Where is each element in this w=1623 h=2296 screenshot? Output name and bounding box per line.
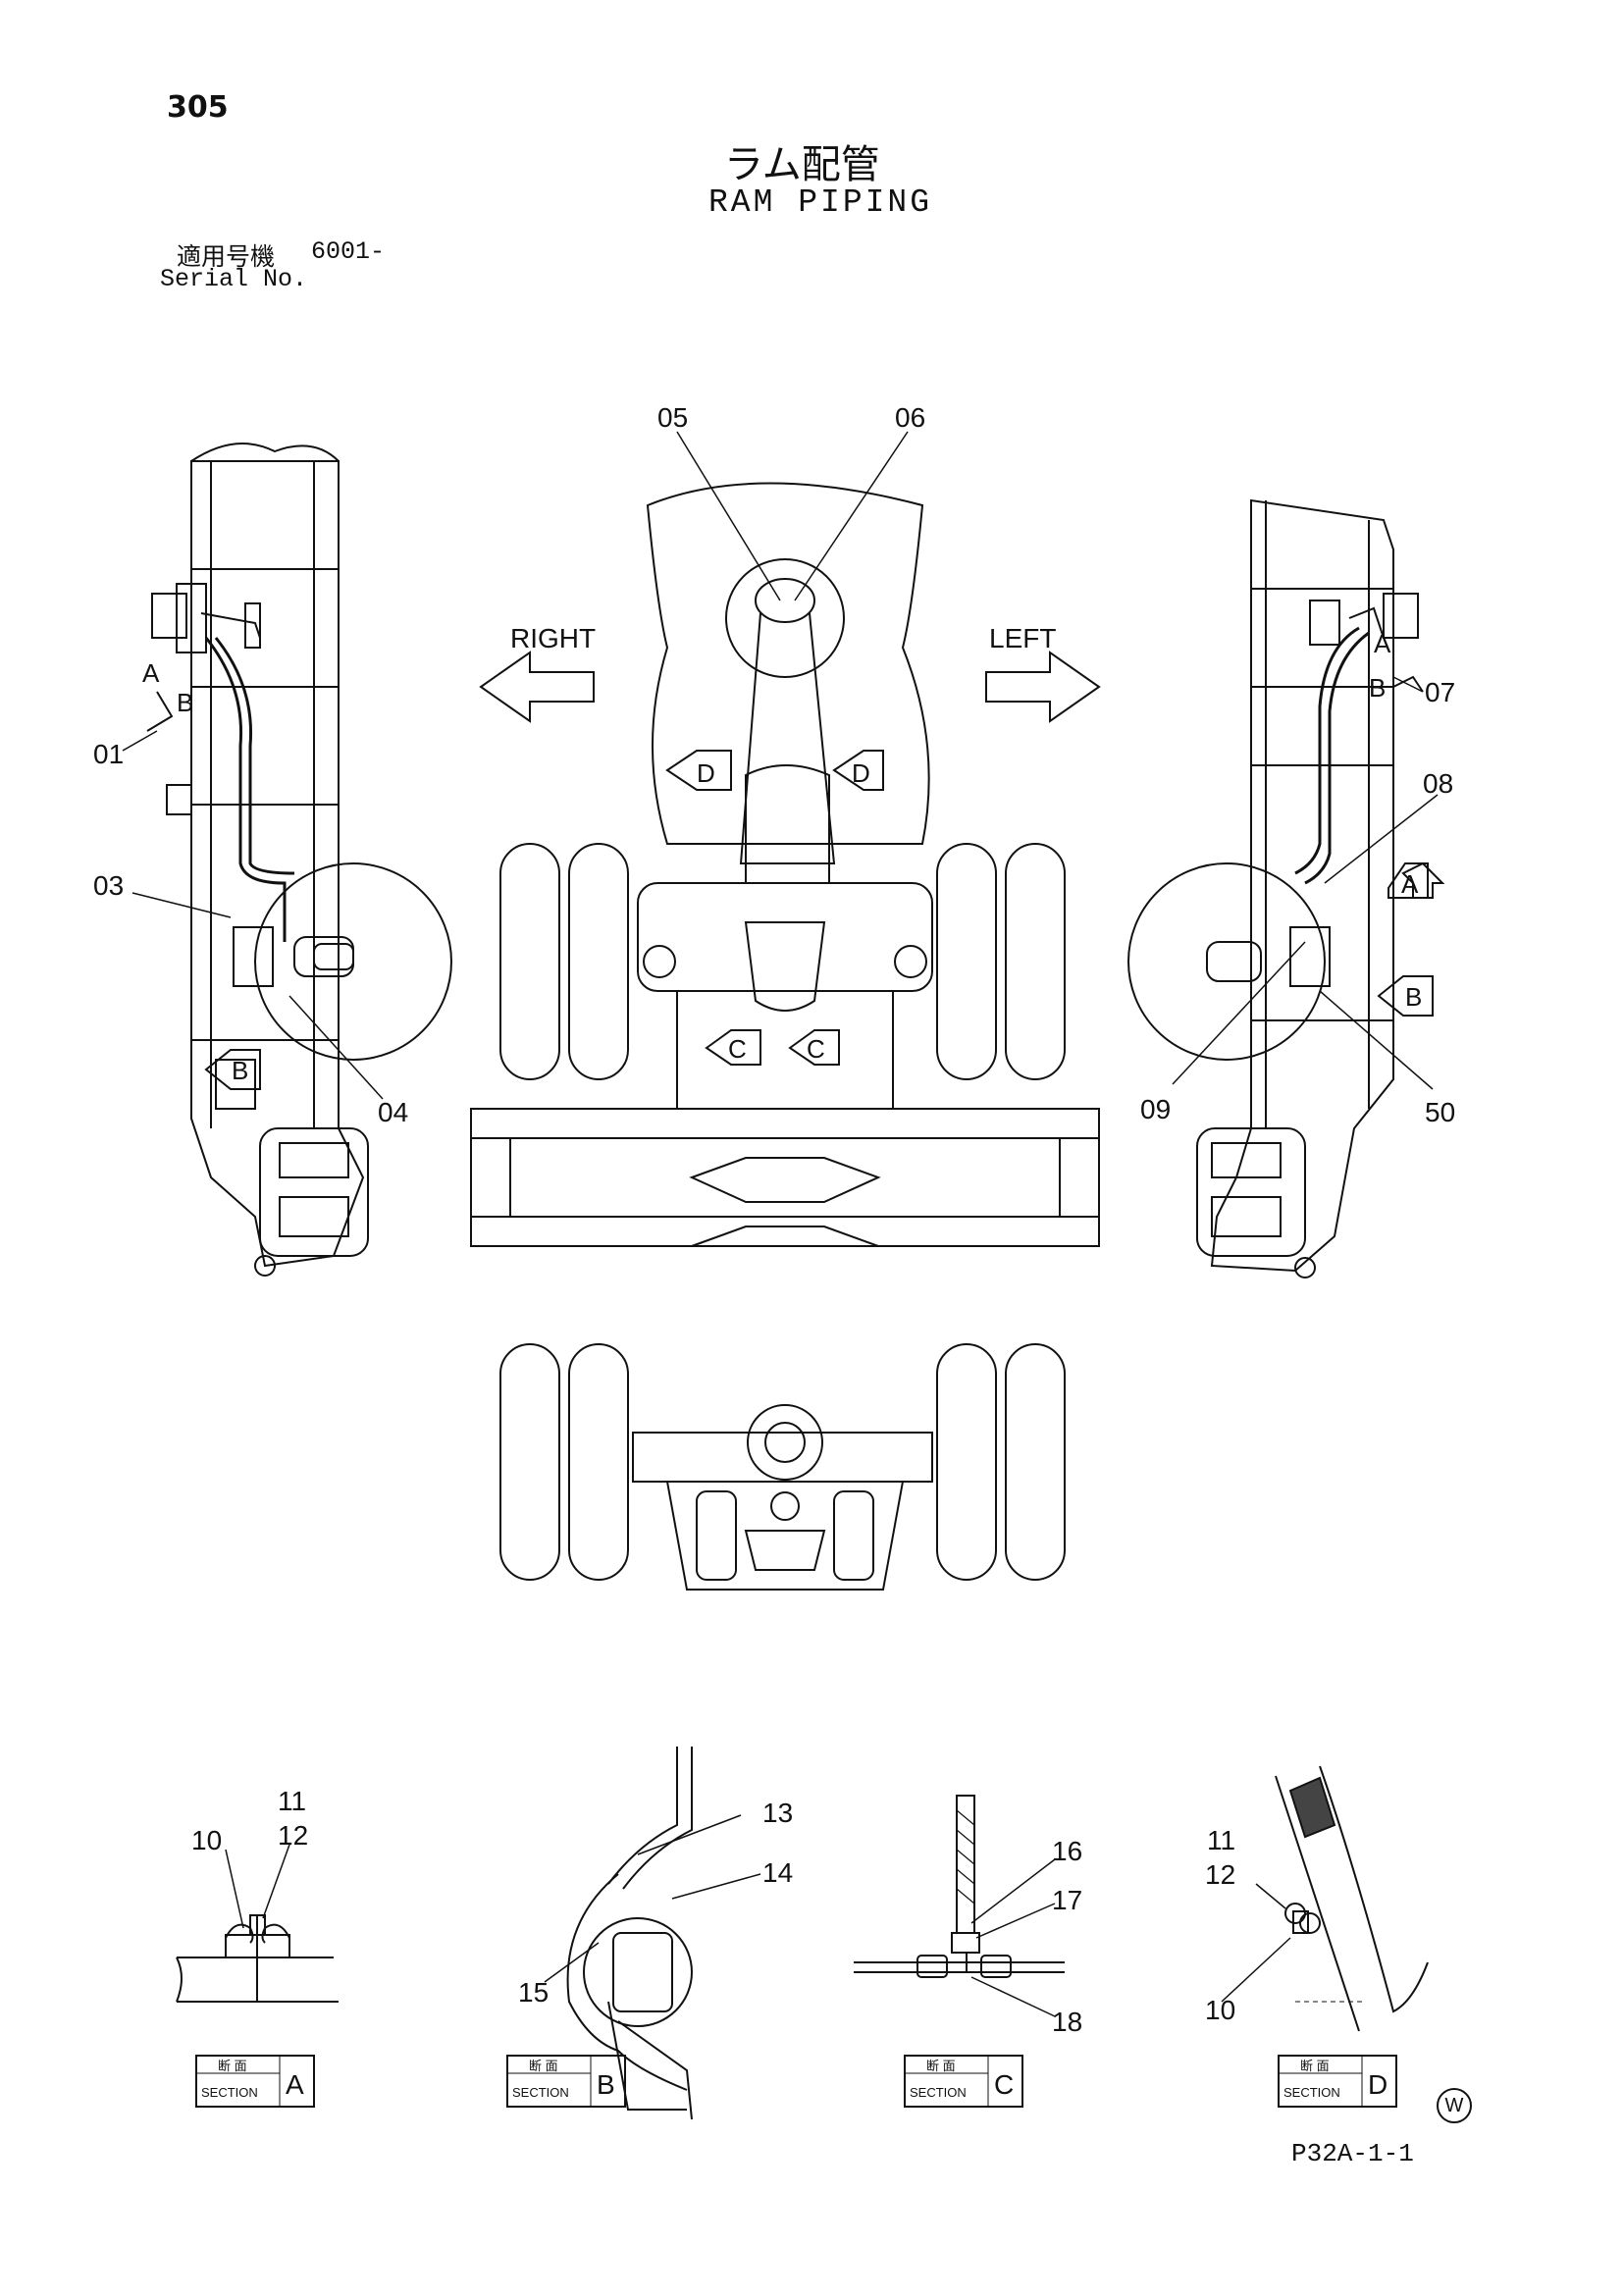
svg-text:A: A (1374, 629, 1391, 658)
serial-label-en: Serial No. (160, 265, 308, 293)
left-direction-arrow (985, 651, 1101, 723)
svg-text:B: B (177, 688, 193, 717)
svg-text:A: A (286, 2069, 304, 2100)
callout-09: 09 (1140, 1094, 1171, 1124)
svg-text:B: B (232, 1056, 248, 1085)
left-label: LEFT (989, 623, 1056, 653)
view-marker-c-right: C (788, 1029, 840, 1066)
svg-text:SECTION: SECTION (1283, 2085, 1340, 2100)
svg-text:断 面: 断 面 (529, 2059, 558, 2073)
page-title-jp: ラム配管 (724, 142, 880, 187)
callout-12-d: 12 (1205, 1859, 1235, 1890)
callout-11-a: 11 (278, 1786, 306, 1816)
section-c-label: 断 面 SECTION C (904, 2055, 1023, 2108)
svg-text:断 面: 断 面 (1300, 2059, 1330, 2073)
view-marker-ab-right-top: A B (1369, 629, 1424, 703)
callout-05: 05 (657, 402, 688, 433)
svg-text:SECTION: SECTION (910, 2085, 967, 2100)
svg-text:C: C (807, 1034, 825, 1064)
section-b-label: 断 面 SECTION B (506, 2055, 626, 2108)
svg-text:SECTION: SECTION (512, 2085, 569, 2100)
callout-07: 07 (1425, 677, 1455, 707)
section-a-label: 断 面 SECTION A (195, 2055, 315, 2108)
section-d-detail (1221, 1765, 1429, 2032)
callout-04: 04 (378, 1097, 408, 1127)
section-b-detail (544, 1747, 761, 2120)
callout-18: 18 (1052, 2007, 1082, 2037)
view-marker-c-left: C (705, 1029, 761, 1066)
callout-16: 16 (1052, 1836, 1082, 1866)
view-marker-b-left: B (204, 1049, 261, 1090)
leader-lines (122, 431, 1439, 1100)
view-marker-a-left: A B (142, 658, 193, 732)
view-marker-b-right: B (1377, 975, 1434, 1017)
callout-11-d: 11 (1207, 1825, 1235, 1855)
callout-12-a: 12 (278, 1820, 308, 1851)
section-a-detail (176, 1844, 339, 2003)
callout-03: 03 (93, 870, 124, 901)
serial-label-jp: 適用号機 (177, 242, 276, 271)
svg-text:B: B (597, 2069, 615, 2100)
top-view (470, 482, 1100, 1247)
section-c-detail (854, 1795, 1065, 2017)
svg-text:C: C (994, 2069, 1014, 2100)
right-direction-arrow (479, 651, 595, 723)
w-mark: W (1437, 2088, 1472, 2123)
callout-15: 15 (518, 1977, 549, 2008)
svg-text:B: B (1405, 982, 1422, 1012)
svg-text:B: B (1369, 673, 1386, 703)
right-label: RIGHT (510, 623, 596, 653)
left-side-view (1127, 498, 1419, 1278)
view-marker-d-right: D (832, 750, 884, 791)
section-d-label: 断 面 SECTION D (1278, 2055, 1397, 2108)
svg-text:A: A (142, 658, 160, 688)
svg-text:断 面: 断 面 (926, 2059, 956, 2073)
document-code: P32A-1-1 (1291, 2139, 1414, 2168)
right-side-view (151, 443, 452, 1277)
svg-text:SECTION: SECTION (201, 2085, 258, 2100)
svg-text:断 面: 断 面 (218, 2059, 247, 2073)
rear-axle-view (499, 1343, 1066, 1591)
callout-10-d: 10 (1205, 1995, 1235, 2025)
view-marker-a-right: A (1387, 861, 1445, 899)
svg-text:D: D (1368, 2069, 1387, 2100)
callout-14: 14 (762, 1857, 793, 1888)
view-marker-d-left: D (665, 750, 732, 791)
callout-06: 06 (895, 402, 925, 433)
serial-value: 6001- (311, 237, 386, 266)
page-number: 305 (167, 90, 229, 125)
callout-50: 50 (1425, 1097, 1455, 1127)
svg-text:D: D (697, 758, 715, 788)
callout-13: 13 (762, 1798, 793, 1828)
svg-text:D: D (852, 758, 870, 788)
callout-17: 17 (1052, 1885, 1082, 1915)
callout-08: 08 (1423, 768, 1453, 799)
callout-10-a: 10 (191, 1825, 222, 1855)
svg-text:C: C (728, 1034, 747, 1064)
callout-01: 01 (93, 739, 124, 769)
page-title-en: RAM PIPING (708, 184, 933, 221)
svg-text:A: A (1401, 869, 1419, 899)
